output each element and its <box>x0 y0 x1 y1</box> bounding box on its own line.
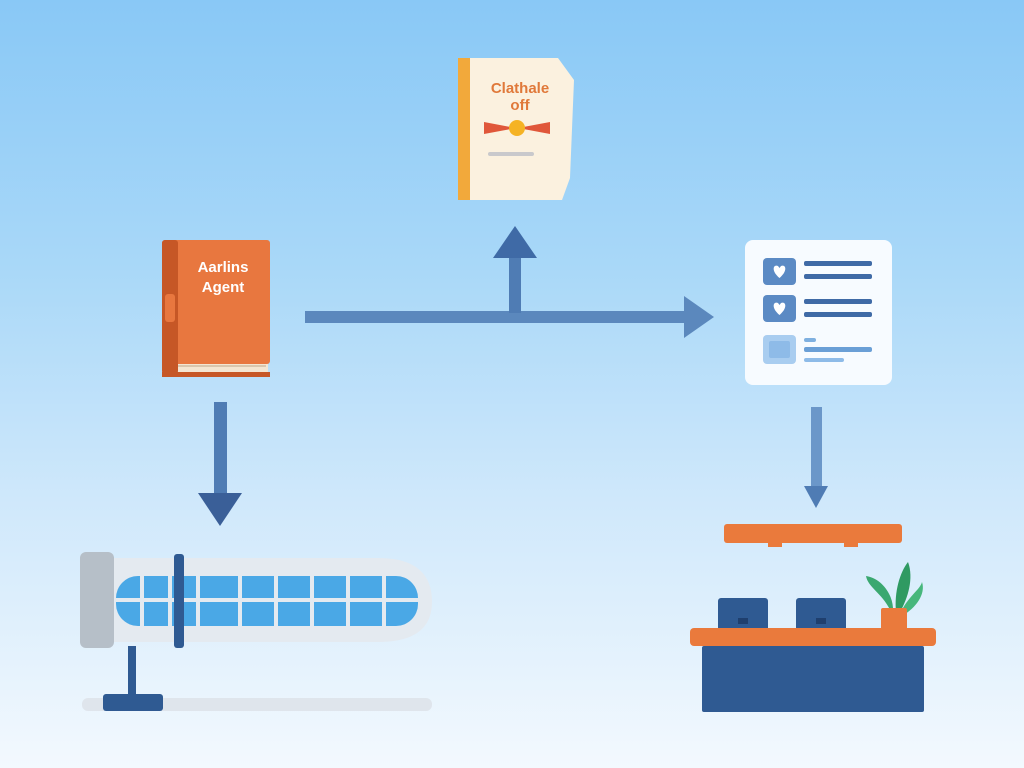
certificate-title: Clathale off <box>490 80 550 114</box>
checklist-row <box>763 335 872 364</box>
cabin-windows <box>116 576 418 626</box>
service-desk-icon <box>690 524 936 712</box>
checklist-row <box>763 295 872 322</box>
book <box>160 238 274 380</box>
arrow-checklist-to-desk <box>804 407 828 508</box>
checklist-icon <box>745 240 892 385</box>
checklist-card <box>745 240 892 385</box>
arrow-to-certificate <box>493 226 537 313</box>
aircraft-cabin <box>78 550 436 715</box>
service-desk <box>688 522 938 714</box>
checklist-row <box>763 258 872 285</box>
arrow-book-to-checklist <box>305 296 714 338</box>
book-title: Aarlins Agent <box>197 259 249 296</box>
arrow-book-to-cabin <box>198 402 242 526</box>
certificate-icon <box>458 58 574 200</box>
aircraft-cabin-icon <box>80 552 432 711</box>
certificate <box>458 58 576 200</box>
book-icon <box>162 240 270 377</box>
